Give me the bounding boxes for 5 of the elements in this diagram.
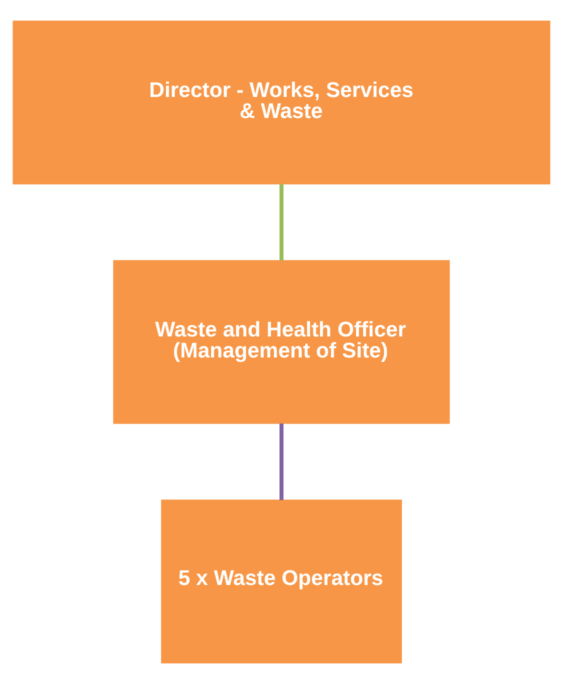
node-box: 5 x Waste Operators [161, 500, 402, 664]
node-box: Director - Works, Services & Waste [12, 20, 550, 184]
node-box: Waste and Health Officer (Management of Site) [113, 260, 450, 424]
connector [280, 424, 284, 500]
connector [280, 184, 284, 261]
